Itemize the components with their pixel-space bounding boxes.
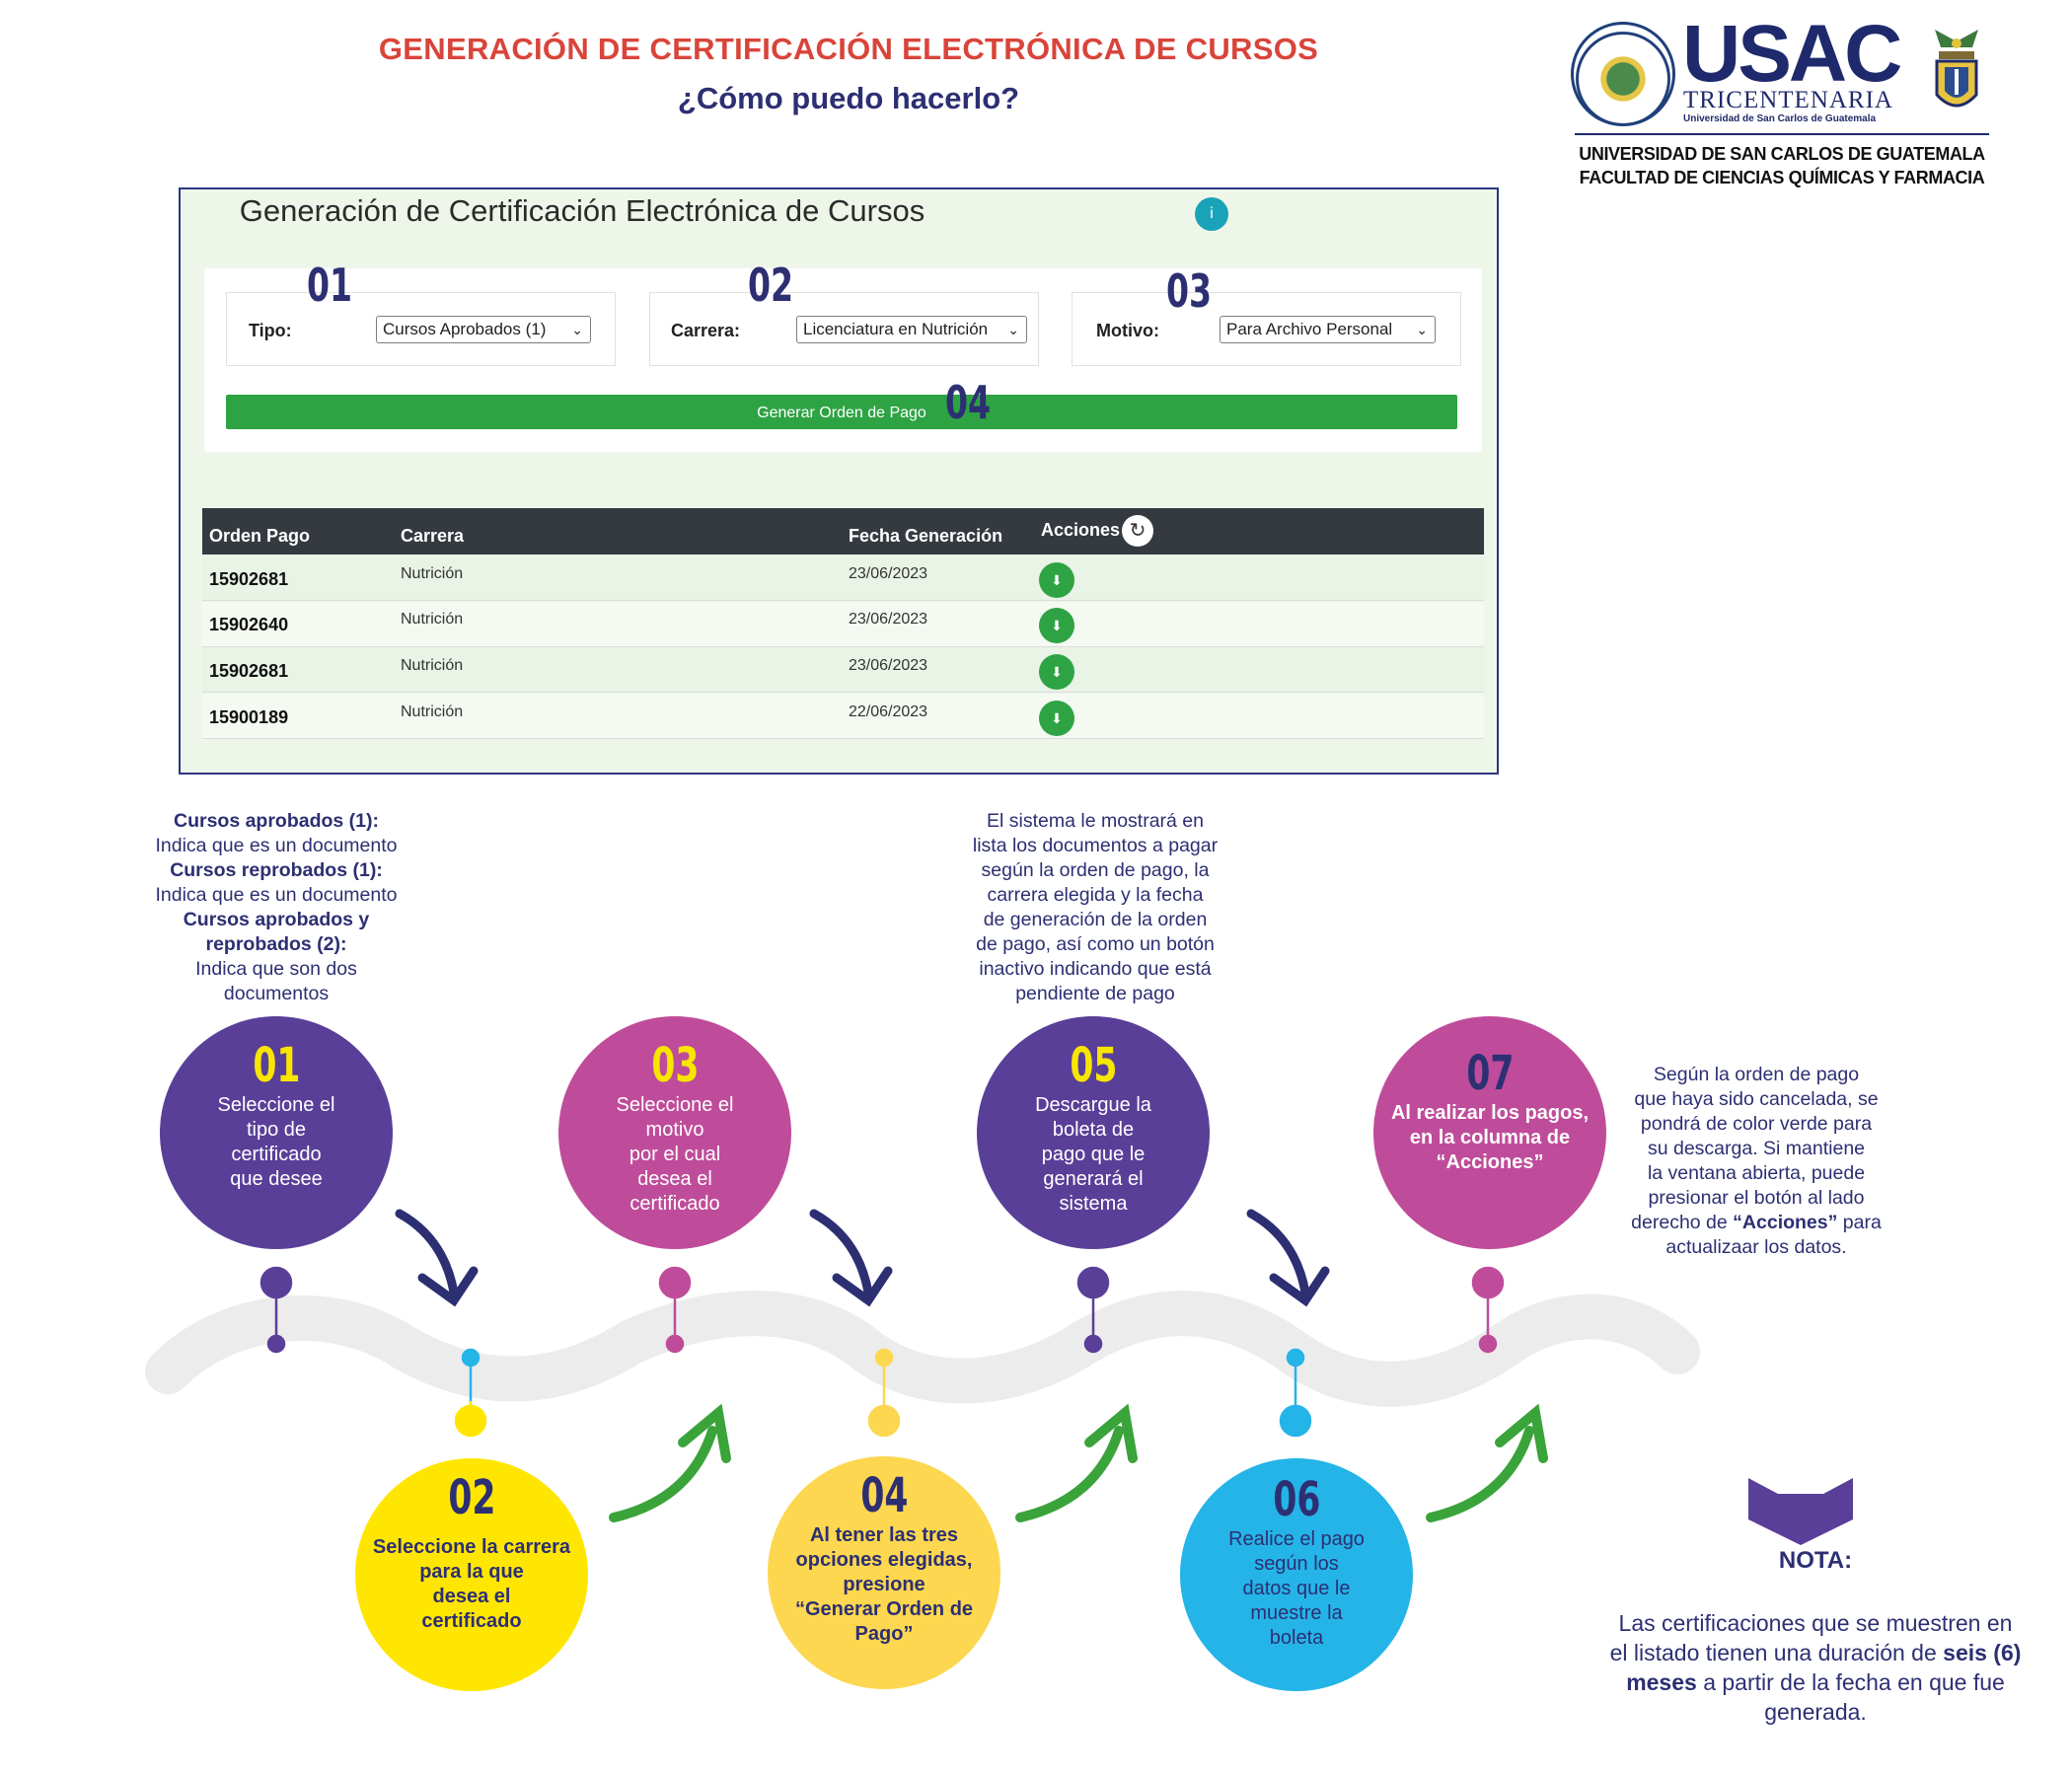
faculty-name: FACULTAD DE CIENCIAS QUÍMICAS Y FARMACIA [1579, 168, 1985, 187]
table-row [202, 694, 1484, 739]
column-header-orden-pago: Orden Pago [209, 526, 311, 546]
career-cell: Nutrición [401, 565, 464, 582]
tipo-select[interactable]: Cursos Aprobados (1) ⌄ [376, 316, 591, 343]
step-07-circle: 07 Al realizar los pagos,en la columna d… [1373, 1016, 1606, 1249]
refresh-icon[interactable]: ↻ [1122, 515, 1153, 547]
university-seal-logo [1571, 22, 1675, 126]
order-number: 15902681 [209, 569, 289, 589]
logo-university-small: Universidad de San Carlos de Guatemala [1683, 113, 1877, 124]
download-icon[interactable]: ⬇ [1039, 562, 1074, 598]
note-tipo-options: Cursos aprobados (1): Indica que es un d… [155, 810, 398, 1004]
step-04-number: 04 [859, 1468, 909, 1523]
date-cell: 22/06/2023 [849, 703, 928, 720]
order-number: 15902681 [209, 661, 289, 681]
motivo-select-value: Para Archivo Personal [1226, 320, 1393, 338]
tipo-select-value: Cursos Aprobados (1) [383, 320, 547, 338]
table-header [202, 508, 1484, 555]
career-cell: Nutrición [401, 611, 464, 628]
logo-divider [1575, 133, 1989, 135]
page-title: GENERACIÓN DE CERTIFICACIÓN ELECTRÓNICA … [378, 32, 1319, 66]
step-02-number: 02 [447, 1470, 496, 1525]
download-icon[interactable]: ⬇ [1039, 701, 1074, 736]
step-01-number: 01 [252, 1038, 301, 1093]
tipo-label: Tipo: [249, 321, 292, 340]
step-06-number: 06 [1272, 1472, 1321, 1527]
page-subtitle: ¿Cómo puedo hacerlo? [677, 81, 1020, 115]
carrera-label: Carrera: [671, 321, 741, 340]
step-05-number: 05 [1069, 1038, 1118, 1093]
table-row [202, 555, 1484, 601]
motivo-select[interactable]: Para Archivo Personal ⌄ [1220, 316, 1436, 343]
step-marker-04: 04 [945, 376, 992, 429]
table-row [202, 602, 1484, 647]
carrera-select[interactable]: Licenciatura en Nutrición ⌄ [796, 316, 1027, 343]
generate-payment-order-button[interactable]: Generar Orden de Pago [226, 395, 1457, 429]
download-icon[interactable]: ⬇ [1039, 608, 1074, 643]
info-icon[interactable]: i [1195, 197, 1228, 231]
date-cell: 23/06/2023 [849, 657, 928, 674]
date-cell: 23/06/2023 [849, 611, 928, 628]
usac-logo-text: USAC [1682, 9, 1902, 99]
step-marker-01: 01 [307, 259, 353, 312]
tricentenaria-logo-text: TRICENTENARIA [1683, 87, 1893, 113]
order-number: 15902640 [209, 615, 289, 634]
career-cell: Nutrición [401, 657, 464, 674]
motivo-label: Motivo: [1096, 321, 1159, 340]
chevron-down-icon: ⌄ [1416, 322, 1428, 337]
note-listing: El sistema le mostrará en lista los docu… [972, 810, 1219, 1004]
column-header-acciones: Acciones [1041, 520, 1121, 540]
chevron-down-icon: ⌄ [1007, 322, 1019, 337]
step-marker-03: 03 [1166, 264, 1213, 318]
step-03-number: 03 [650, 1038, 700, 1093]
screen-title: Generación de Certificación Electrónica … [239, 193, 925, 228]
nota-text: Las certificaciones que se muestren en e… [1609, 1610, 2022, 1725]
table-row [202, 647, 1484, 693]
career-cell: Nutrición [401, 703, 464, 720]
nota-title: NOTA: [1778, 1547, 1853, 1574]
note-acciones: Según la orden de pago que haya sido can… [1631, 1064, 1882, 1258]
column-header-fecha: Fecha Generación [849, 526, 1003, 546]
column-header-carrera: Carrera [401, 526, 465, 546]
chevron-down-icon: ⌄ [571, 322, 583, 337]
download-icon[interactable]: ⬇ [1039, 654, 1074, 690]
carrera-select-value: Licenciatura en Nutrición [803, 320, 989, 338]
step-07-text: Al realizar los pagos,en la columna de“A… [1390, 1102, 1590, 1173]
step-07-number: 07 [1465, 1046, 1515, 1101]
order-number: 15900189 [209, 707, 289, 727]
university-name: UNIVERSIDAD DE SAN CARLOS DE GUATEMALA [1579, 144, 1985, 164]
faculty-crest-logo [1935, 30, 1978, 108]
date-cell: 23/06/2023 [849, 565, 928, 582]
step-marker-02: 02 [748, 259, 794, 312]
